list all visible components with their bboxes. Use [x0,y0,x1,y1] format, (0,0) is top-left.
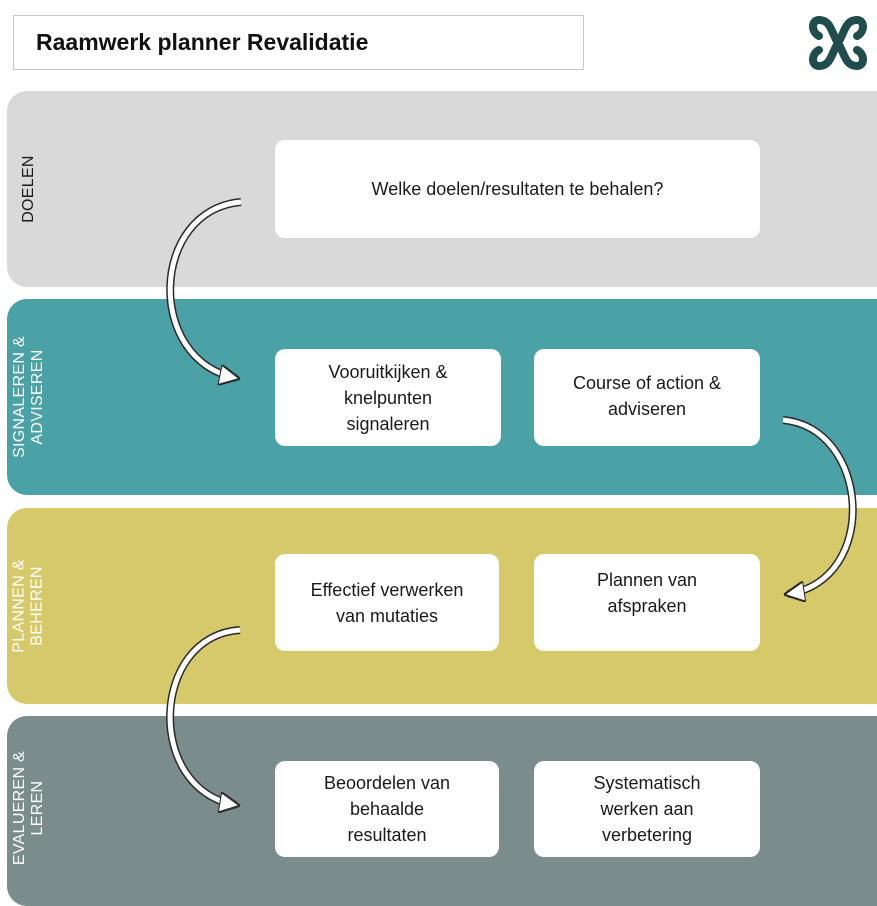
card-text: Welke doelen/resultaten te behalen? [371,179,664,199]
row-label-signaleren: SIGNALEREN & ADVISEREN [7,299,51,495]
x-knot-logo-icon [809,16,867,70]
row-label-doelen: DOELEN [7,91,51,287]
diagram-title-text: Raamwerk planner Revalidatie [36,29,369,55]
card-text: Course of action & adviseren [572,373,722,419]
row-label-plannen: PLANNEN & BEHEREN [7,508,51,704]
card-effectief-verwerken: Effectief verwerken van mutaties [275,554,499,651]
card-doelen: Welke doelen/resultaten te behalen? [275,140,760,238]
row-label-text: SIGNALEREN & ADVISEREN [11,336,47,458]
card-course-of-action: Course of action & adviseren [534,349,760,446]
card-plannen-afspraken: Plannen van afspraken [534,554,760,651]
diagram-title: Raamwerk planner Revalidatie [13,15,584,70]
card-text: Systematisch werken aan verbetering [593,773,701,845]
row-label-text: DOELEN [20,155,38,223]
row-plannen: PLANNEN & BEHEREN Effectief verwerken va… [7,508,877,704]
card-systematisch: Systematisch werken aan verbetering [534,761,760,857]
card-text: Plannen van afspraken [596,570,698,616]
row-signaleren: SIGNALEREN & ADVISEREN Vooruitkijken & k… [7,299,877,495]
card-text: Beoordelen van behaalde resultaten [323,773,451,845]
row-label-text: EVALUEREN & LEREN [11,750,46,866]
card-text: Vooruitkijken & knelpunten signaleren [328,361,448,434]
card-text: Effectief verwerken van mutaties [310,579,464,626]
row-label-evalueren: EVALUEREN & LEREN [7,716,51,900]
row-label-text: PLANNEN & BEHEREN [11,559,46,653]
card-beoordelen: Beoordelen van behaalde resultaten [275,761,499,857]
row-doelen: DOELEN Welke doelen/resultaten te behale… [7,91,877,287]
row-evalueren: EVALUEREN & LEREN Beoordelen van behaald… [7,716,877,906]
card-vooruitkijken: Vooruitkijken & knelpunten signaleren [275,349,501,446]
